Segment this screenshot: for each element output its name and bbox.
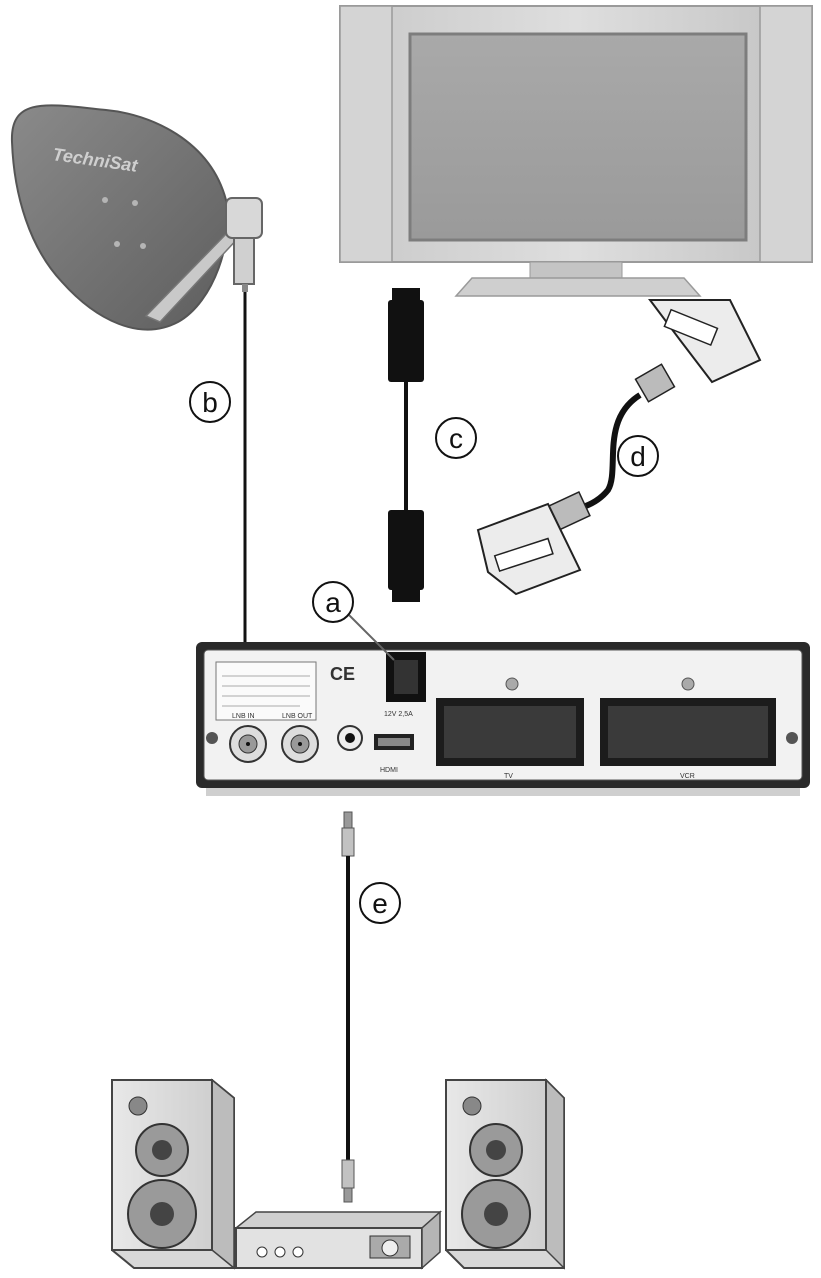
amplifier — [236, 1212, 440, 1268]
scart-cable — [478, 300, 760, 594]
left-speaker — [112, 1080, 234, 1268]
label-a: a — [313, 582, 353, 622]
scart-tv-label: TV — [504, 773, 513, 780]
scart-vcr-label: VCR — [680, 773, 695, 780]
satellite-dish: TechniSat — [12, 105, 262, 329]
label-b-text: b — [202, 387, 218, 418]
label-d: d — [618, 436, 658, 476]
label-c-text: c — [449, 423, 463, 454]
ce-mark: CE — [330, 664, 355, 684]
lnb-in-port[interactable] — [230, 726, 266, 762]
label-a-text: a — [325, 587, 341, 618]
hdmi-label: HDMI — [380, 767, 398, 774]
power-label: 12V 2,5A — [384, 711, 413, 718]
lnb-out-label: LNB OUT — [282, 713, 313, 720]
label-c: c — [436, 418, 476, 458]
label-e-text: e — [372, 888, 388, 919]
receiver: CE 12V 2,5A LNB IN LNB OUT HDM — [196, 642, 810, 796]
digital-audio-port[interactable] — [338, 726, 362, 750]
right-speaker — [446, 1080, 564, 1268]
audio-cable — [342, 812, 354, 1202]
label-b: b — [190, 382, 230, 422]
lnb-out-port[interactable] — [282, 726, 318, 762]
label-e: e — [360, 883, 400, 923]
television — [340, 6, 812, 296]
hdmi-cable — [388, 288, 424, 602]
lnb-in-label: LNB IN — [232, 713, 255, 720]
power-socket[interactable] — [386, 652, 426, 702]
hdmi-port[interactable] — [374, 734, 414, 750]
label-d-text: d — [630, 441, 646, 472]
